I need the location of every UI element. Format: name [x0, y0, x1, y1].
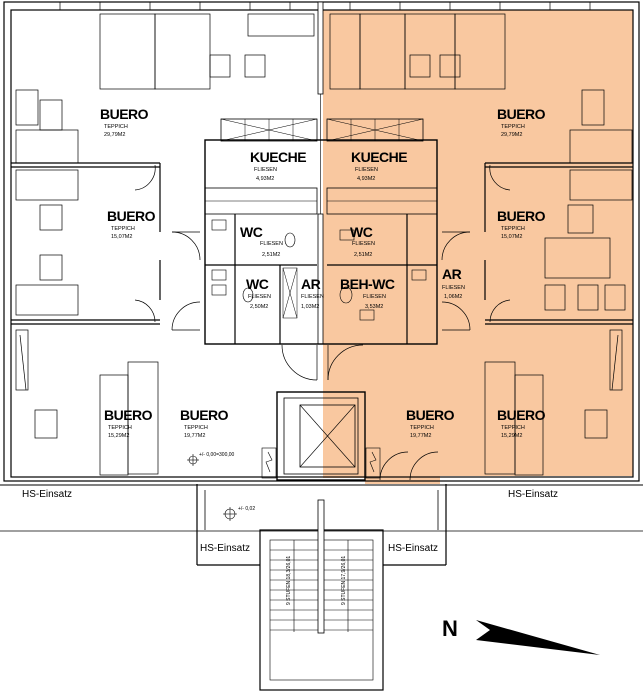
room-area: 4,93M2: [256, 176, 274, 182]
room-area: 2,51M2: [354, 252, 372, 258]
room-floor: TEPPICH: [184, 425, 208, 431]
room-area: 15,07M2: [501, 234, 522, 240]
left-partitions: [11, 162, 161, 325]
stair-label: 9 STUFEN 17,9/26,01: [341, 556, 347, 605]
room-floor: FLIESEN: [254, 167, 277, 173]
room-name: BUERO: [104, 407, 153, 423]
room-name: BUERO: [497, 106, 546, 122]
room-name: BUERO: [497, 208, 546, 224]
room-floor: FLIESEN: [442, 285, 465, 291]
room-floor: TEPPICH: [108, 425, 132, 431]
room-area: 15,29M2: [108, 433, 129, 439]
room-floor: FLIESEN: [260, 241, 283, 247]
room-floor: FLIESEN: [248, 294, 271, 300]
room-name: BEH-WC: [340, 276, 395, 292]
room-floor: TEPPICH: [104, 124, 128, 130]
party-wall: [317, 1, 324, 345]
furniture-left: [15, 13, 315, 476]
room-area: 15,07M2: [111, 234, 132, 240]
entrance: [196, 484, 447, 691]
hs-label: HS-Einsatz: [22, 489, 72, 500]
sanitary-fixtures: [211, 219, 427, 321]
room-name: KUECHE: [250, 149, 306, 165]
room-area: 19,77M2: [410, 433, 431, 439]
room-floor: TEPPICH: [501, 124, 525, 130]
elevator-core: [261, 391, 381, 481]
room-area: 1,03M2: [301, 304, 319, 310]
room-area: 29,79M2: [104, 132, 125, 138]
room-floor: FLIESEN: [352, 241, 375, 247]
room-name: WC: [350, 224, 373, 240]
room-area: 29,79M2: [501, 132, 522, 138]
room-area: 2,51M2: [262, 252, 280, 258]
room-floor: FLIESEN: [301, 294, 324, 300]
room-area: 2,50M2: [250, 304, 268, 310]
level-label: +/- 0,02: [238, 506, 255, 512]
hs-label: HS-Einsatz: [508, 489, 558, 500]
room-name: KUECHE: [351, 149, 407, 165]
level-markers: [187, 454, 237, 521]
room-area: 1,06M2: [444, 294, 462, 300]
room-floor: TEPPICH: [410, 425, 434, 431]
highlighted-unit: [323, 10, 633, 484]
room-labels: BUERO TEPPICH 29,79M2 BUERO TEPPICH 15,0…: [100, 106, 546, 439]
furniture-right: [329, 13, 633, 476]
room-name: BUERO: [100, 106, 149, 122]
stair-label: 9 STUFEN 18,3/26,01: [286, 556, 292, 605]
room-area: 19,77M2: [184, 433, 205, 439]
hs-labels: HS-Einsatz HS-Einsatz HS-Einsatz HS-Eins…: [22, 489, 558, 554]
room-floor: TEPPICH: [501, 226, 525, 232]
door-swings: [19, 164, 619, 481]
room-floor: FLIESEN: [363, 294, 386, 300]
room-floor: TEPPICH: [111, 226, 135, 232]
level-label: +/- 0,00=300,00: [199, 452, 235, 458]
room-name: AR: [442, 266, 462, 282]
north-label: N: [442, 616, 458, 641]
room-name: AR: [301, 276, 321, 292]
room-name: BUERO: [180, 407, 229, 423]
hs-label: HS-Einsatz: [388, 543, 438, 554]
room-name: BUERO: [406, 407, 455, 423]
room-name: BUERO: [497, 407, 546, 423]
room-name: WC: [246, 276, 269, 292]
room-name: BUERO: [107, 208, 156, 224]
room-area: 3,53M2: [365, 304, 383, 310]
hs-label: HS-Einsatz: [200, 543, 250, 554]
room-name: WC: [240, 224, 263, 240]
stair-treads: [270, 540, 373, 632]
room-area: 15,29M2: [501, 433, 522, 439]
room-floor: TEPPICH: [501, 425, 525, 431]
room-floor: FLIESEN: [355, 167, 378, 173]
room-area: 4,93M2: [357, 176, 375, 182]
north-arrow: N: [442, 616, 600, 655]
facade-windows-top: [59, 2, 591, 10]
core-walls: [204, 118, 438, 345]
